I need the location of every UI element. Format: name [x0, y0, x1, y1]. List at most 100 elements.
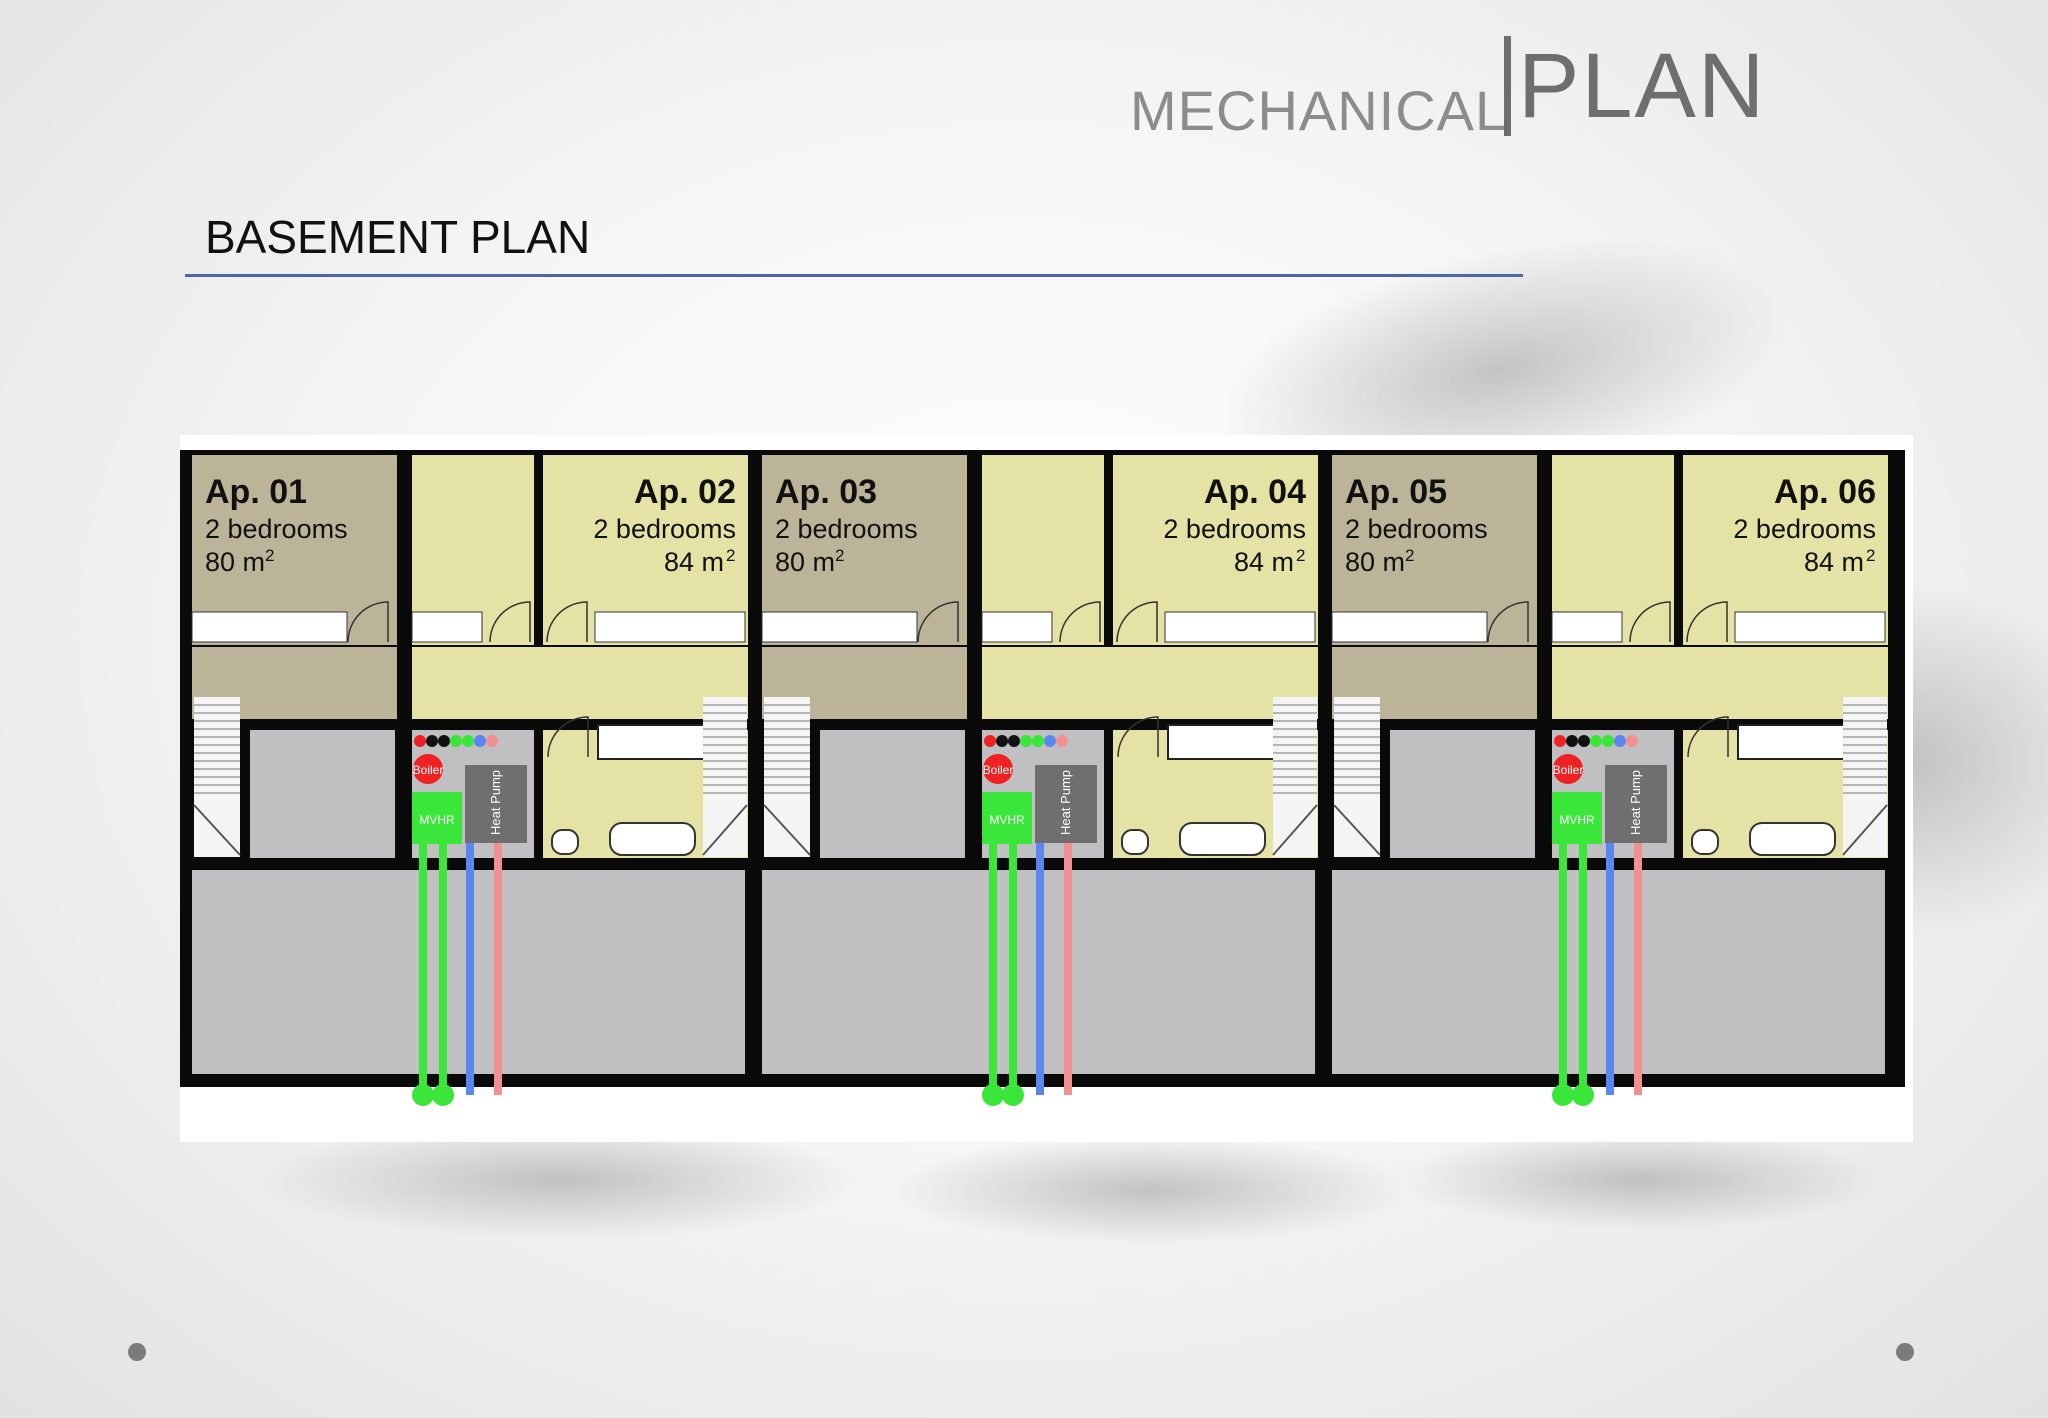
heat-pump-label: Heat Pump — [488, 770, 503, 835]
header-title-main: MECHANICAL — [1130, 79, 1508, 142]
pipe-manifold-dot — [1056, 735, 1068, 747]
storage-room — [820, 730, 965, 858]
section-title-underline — [185, 274, 1523, 277]
wardrobe — [191, 611, 348, 643]
heat-pump-label: Heat Pump — [1628, 770, 1643, 835]
header-title-accent: PLAN — [1518, 35, 1767, 137]
stair-rail — [193, 804, 241, 856]
door-swing — [546, 601, 588, 643]
pipe-manifold-dot — [438, 735, 450, 747]
mvhr-label: MVHR — [419, 813, 455, 827]
bathtub — [1179, 822, 1266, 856]
bathroom-counter — [597, 724, 714, 760]
boiler-label: Boiler — [983, 763, 1014, 777]
apartment-bedrooms: 2 bedrooms — [1345, 514, 1488, 544]
apartment-area: 84 m — [664, 547, 724, 577]
storage-room — [250, 730, 395, 858]
apartment-bedrooms: 2 bedrooms — [1163, 514, 1306, 544]
apartment-name: Ap. 01 — [205, 473, 307, 511]
next-slide-dot[interactable] — [1896, 1343, 1914, 1361]
pipe-terminal — [982, 1084, 1004, 1106]
pipe-manifold-dot — [1008, 735, 1020, 747]
pipe-manifold-dot — [1554, 735, 1566, 747]
apartment-bedrooms: 2 bedrooms — [775, 514, 918, 544]
apartment-name: Ap. 05 — [1345, 473, 1447, 511]
bathroom-counter — [1737, 724, 1854, 760]
bathtub — [609, 822, 696, 856]
mvhr-label: MVHR — [1559, 813, 1595, 827]
door-swing — [1686, 601, 1728, 643]
pipe-terminal — [1002, 1084, 1024, 1106]
wardrobe — [1734, 611, 1886, 643]
section-title: BASEMENT PLAN — [205, 211, 591, 263]
boiler-label: Boiler — [1553, 763, 1584, 777]
pipe-terminal — [1552, 1084, 1574, 1106]
washbasin — [1691, 829, 1719, 855]
apartment-name: Ap. 03 — [775, 473, 877, 511]
wardrobe — [1551, 611, 1623, 643]
pipe-manifold-dot — [1032, 735, 1044, 747]
pipe-manifold-dot — [426, 735, 438, 747]
door-swing — [1059, 601, 1101, 643]
wardrobe — [594, 611, 746, 643]
apartment-bedrooms: 2 bedrooms — [205, 514, 348, 544]
wardrobe — [761, 611, 918, 643]
pipe-manifold-dot — [1020, 735, 1032, 747]
pipe-manifold-dot — [450, 735, 462, 747]
prev-slide-dot[interactable] — [128, 1343, 146, 1361]
door-swing — [1117, 716, 1159, 758]
stair-rail — [1333, 804, 1381, 856]
door-swing — [1687, 716, 1729, 758]
pipe-manifold-dot — [1044, 735, 1056, 747]
boiler-unit — [1553, 754, 1583, 784]
pipe-manifold-dot — [996, 735, 1008, 747]
apartment-name: Ap. 06 — [1774, 473, 1876, 511]
apartment-bedrooms: 2 bedrooms — [593, 514, 736, 544]
heat-pump-unit — [465, 765, 527, 843]
pipe-manifold-dot — [1614, 735, 1626, 747]
heat-pump-label: Heat Pump — [1058, 770, 1073, 835]
pipe-manifold-dot — [414, 735, 426, 747]
mvhr-unit — [1552, 792, 1602, 844]
boiler-unit — [413, 754, 443, 784]
wardrobe — [981, 611, 1053, 643]
door-swing — [489, 601, 531, 643]
pipe-manifold-dot — [486, 735, 498, 747]
wardrobe — [411, 611, 483, 643]
apartment-area-superscript: 2 — [726, 546, 735, 565]
mvhr-label: MVHR — [989, 813, 1025, 827]
boiler-label: Boiler — [413, 763, 444, 777]
apartment-bedrooms: 2 bedrooms — [1733, 514, 1876, 544]
washbasin — [551, 829, 579, 855]
wardrobe — [1331, 611, 1488, 643]
room-right-hall — [982, 647, 1318, 719]
door-swing — [547, 716, 589, 758]
header: MECHANICAL PLAN — [1130, 28, 1764, 142]
pipe-manifold-dot — [1626, 735, 1638, 747]
heat-pump-unit — [1605, 765, 1667, 843]
door-swing — [347, 601, 389, 643]
bathroom-counter — [1167, 724, 1284, 760]
pipe-manifold-dot — [1578, 735, 1590, 747]
mvhr-unit — [412, 792, 462, 844]
door-swing — [1487, 601, 1529, 643]
pipe-manifold-dot — [1602, 735, 1614, 747]
apartment-name: Ap. 04 — [1204, 473, 1306, 511]
room-right-hall — [412, 647, 748, 719]
apartment-area: 84 m — [1804, 547, 1864, 577]
stair-rail — [1842, 804, 1888, 856]
boiler-unit — [983, 754, 1013, 784]
door-swing — [1629, 601, 1671, 643]
room-right-hall — [1552, 647, 1888, 719]
mvhr-unit — [982, 792, 1032, 844]
apartment-area: 80 m2 — [1345, 546, 1415, 577]
storage-room — [1390, 730, 1535, 858]
header-title-separator — [1504, 36, 1511, 136]
pipe-terminal — [1572, 1084, 1594, 1106]
stair-rail — [763, 804, 811, 856]
door-swing — [917, 601, 959, 643]
pipe-terminal — [432, 1084, 454, 1106]
pipe-manifold-dot — [474, 735, 486, 747]
